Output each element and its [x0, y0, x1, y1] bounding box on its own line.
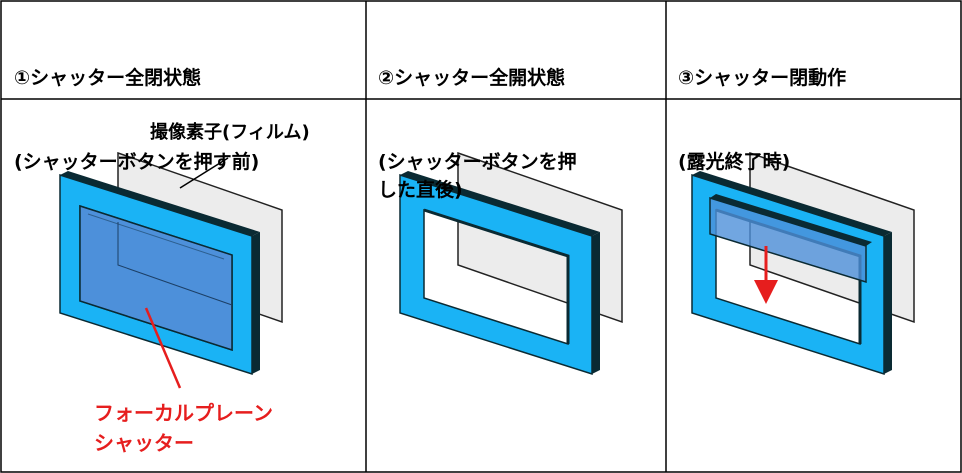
panel-1-title: ①シャッター全閉状態 [14, 67, 202, 89]
panel-3-header: ③シャッター閉動作 (露光終了時) [678, 8, 846, 204]
panel-1-diagram [59, 151, 283, 389]
panel-1-header: ①シャッター全閉状態 (シャッターボタンを押す前) [14, 8, 259, 204]
curtain-edge-depth [710, 194, 872, 246]
sensor-label: 撮像素子(フィルム) [150, 122, 310, 143]
panel-3-title: ③シャッター閉動作 [678, 67, 847, 89]
sensor-outline-through [117, 222, 233, 306]
panel-1-subtitle: (シャッターボタンを押す前) [14, 151, 260, 173]
panel-2-title: ②シャッター全開状態 [378, 67, 566, 89]
sensor-leader-line [179, 157, 229, 189]
panel-2-header: ②シャッター全開状態 (シャッターボタンを押 した直後) [378, 8, 577, 232]
shutter-frame-edge [252, 232, 260, 374]
shutter-frame-side [400, 171, 600, 236]
panel-2-diagram [399, 151, 623, 376]
shutter-frame-edge [592, 232, 600, 374]
opening-inner-edge [423, 208, 570, 344]
panel-3-subtitle: (露光終了時) [678, 151, 791, 173]
panel-3-diagram [691, 151, 915, 376]
shutter-label: フォーカルプレーン シャッター [94, 401, 273, 455]
shutter-leader-line [144, 307, 182, 389]
panel-2-subtitle: (シャッターボタンを押 した直後) [378, 151, 577, 201]
shutter-frame-side [60, 171, 260, 236]
shutter-frame-edge [884, 232, 892, 374]
shutter-frame-side [692, 171, 892, 236]
curtain-inner-shading [87, 213, 225, 260]
